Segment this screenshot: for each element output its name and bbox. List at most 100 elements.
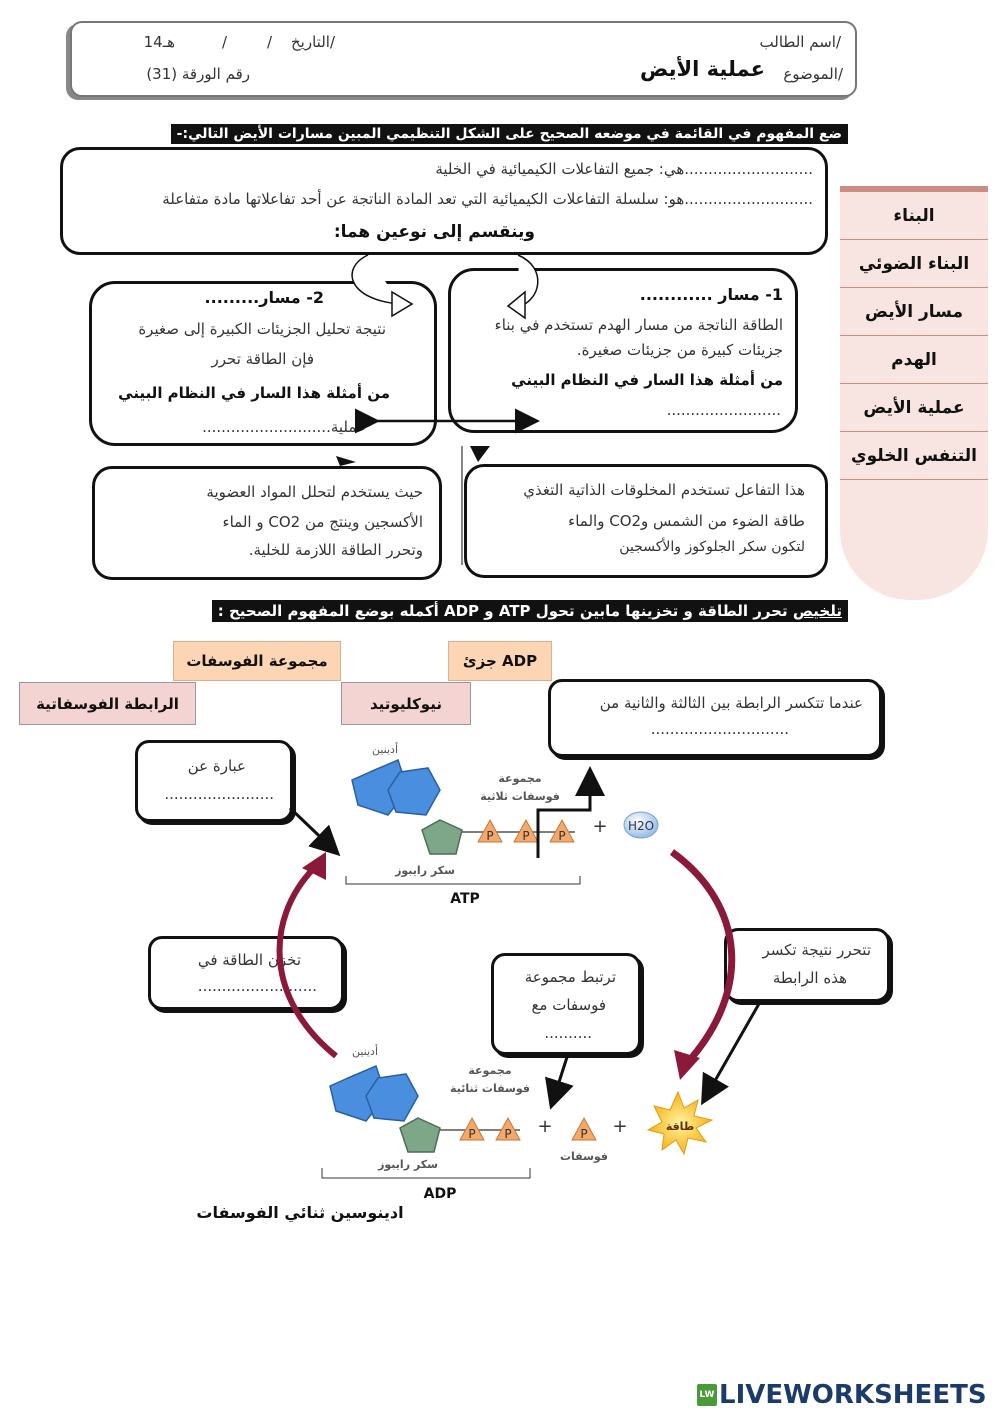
diphosphate-label: فوسفات ثنائية (450, 1082, 530, 1095)
cycle-arrow-up (276, 865, 338, 1059)
pointer-arrow (288, 806, 341, 857)
header-box: اسم الطالب/ التاريخ/ / / 14هـ الموضوع/ ع… (70, 21, 857, 97)
cycle-arrow-down (674, 1050, 700, 1080)
concept-nucleotide[interactable]: نيوكليوتيد (341, 682, 471, 725)
question-bond-break-text: عندما تتكسر الرابطة بين الثالثة والثانية… (599, 694, 863, 712)
question-bind-box: ترتبط مجموعة فوسفات مع .......... (491, 953, 641, 1055)
pathway-1-box: 1- مسار ............ الطاقة الناتجة من م… (448, 268, 798, 433)
concept-metabolism[interactable]: عملية الأيض (840, 384, 988, 432)
p-label: P (558, 829, 565, 843)
plus-sign: + (537, 1116, 552, 1137)
concept-cellular-respiration[interactable]: التنفس الخلوي (840, 432, 988, 480)
subject-title: عملية الأيض (640, 57, 765, 81)
plus-sign: + (612, 1116, 627, 1137)
pathway-definition-line: ...........................هو: سلسلة الت… (162, 190, 813, 208)
water-molecule-icon (623, 811, 659, 839)
hijri-year: 14هـ (143, 33, 175, 51)
section2-instruction-text: تحرر الطاقة و تخزينها مابين تحول ATP و A… (217, 602, 793, 620)
section1-connectors (336, 254, 540, 565)
pathway-2-blank[interactable]: عملية........................... (202, 418, 366, 436)
ribose-label: سكر رايبوز (377, 1158, 438, 1171)
arrow-head (336, 456, 356, 466)
concept-metabolic-pathway[interactable]: مسار الأيض (840, 288, 988, 336)
question-is-text: عبارة عن (187, 757, 246, 775)
concept-phosphate-bond[interactable]: الرابطة الفوسفاتية (19, 682, 196, 725)
photosynthesis-box: هذا التفاعل تستخدم المخلوقات الذاتية الت… (464, 464, 828, 578)
p-label: P (580, 1127, 587, 1141)
pathway-1-text: الطاقة الناتجة من مسار الهدم تستخدم في ب… (494, 316, 783, 334)
section2-instruction-prefix: تلخيص (792, 602, 842, 620)
curved-arrow (351, 254, 401, 305)
subject-label: الموضوع/ (783, 65, 843, 83)
two-types-line: وينقسم إلى نوعين هما: (333, 222, 535, 242)
ribose-label: سكر رايبوز (394, 864, 455, 877)
h2o-label: H2O (628, 819, 654, 833)
atp-label: ATP (450, 891, 480, 907)
adp-label: ADP (424, 1186, 457, 1202)
p-label: P (504, 1127, 511, 1141)
cycle-arrow-down (669, 849, 736, 1065)
adenine-hexagon (387, 767, 441, 816)
question-bond-break-box: عندما تتكسر الرابطة بين الثالثة والثانية… (548, 679, 882, 757)
metabolism-definition-line: ...........................هي: جميع التف… (435, 160, 813, 178)
question-release-text: تتحرر نتيجة تكسر (762, 941, 871, 959)
concept-catabolism[interactable]: الهدم (840, 336, 988, 384)
phosphate-label: فوسفات (560, 1150, 608, 1163)
phosphate-triangle (459, 1116, 485, 1141)
question-bond-break-blank[interactable]: ............................. (650, 720, 789, 738)
question-bind-text: ترتبط مجموعة (524, 968, 616, 986)
adenine-hexagon (365, 1073, 419, 1122)
logo-text: LIVEWORKSHEETS (719, 1380, 987, 1410)
bond-pointer (536, 766, 605, 858)
pathway-1-example: من أمثلة هذا السار في النظام البيني (511, 371, 783, 389)
question-is-box: عبارة عن ....................... (135, 740, 293, 822)
student-name-label: اسم الطالب/ (759, 33, 841, 51)
respiration-text: حيث يستخدم لتحلل المواد العضوية (206, 483, 423, 501)
photosynthesis-text: طاقة الضوء من الشمس وCO2 والماء (568, 512, 805, 530)
phosphate-triangle (571, 1116, 597, 1141)
energy-sun-icon (646, 1090, 714, 1156)
phosphate-triangle (549, 818, 575, 843)
triphosphate-label: فوسفات ثلاثية (480, 790, 560, 803)
pathway-2-title: 2- مسار......... (204, 288, 324, 307)
photosynthesis-text: لتكون سكر الجلوكوز والأكسجين (619, 539, 805, 555)
date-slash: / (266, 33, 272, 51)
concept-list: البناء البناء الضوئي مسار الأيض الهدم عم… (840, 186, 988, 600)
concept-phosphate-group[interactable]: مجموعة الفوسفات (173, 641, 341, 681)
pathway-1-text: جزيئات كبيرة من جزيئات صغيرة. (576, 341, 783, 359)
pointer-arrow (545, 1053, 574, 1110)
pathway-2-text: نتيجة تحليل الجزيئات الكبيرة إلى صغيرة (138, 320, 386, 338)
adp-bracket (321, 1168, 531, 1179)
phosphate-triangle (513, 818, 539, 843)
concept-adp-molecule[interactable]: جزئ ADP (448, 641, 552, 681)
date-slash: / (221, 33, 227, 51)
concept-anabolism[interactable]: البناء (840, 192, 988, 240)
arrow-head (470, 446, 490, 462)
adp-full-name: ادينوسين ثنائي الفوسفات (196, 1203, 403, 1223)
ribose-pentagon (421, 819, 463, 855)
question-is-blank[interactable]: ....................... (164, 785, 274, 803)
atp-bracket (345, 876, 581, 885)
question-bind-blank[interactable]: .......... (544, 1024, 592, 1042)
phosphate-triangle (477, 818, 503, 843)
section1-instruction: ضع المفهوم في القائمة في موضعه الصحيح عل… (170, 124, 848, 144)
triphosphate-label: مجموعة (498, 772, 541, 785)
pathway-2-example: من أمثلة هذا السار في النظام البيني (118, 384, 390, 402)
pathway-1-blank[interactable]: ........................ (666, 401, 781, 419)
ribose-pentagon (399, 1117, 441, 1153)
photosynthesis-text: هذا التفاعل تستخدم المخلوقات الذاتية الت… (523, 481, 805, 499)
adenine-label: أدينين (372, 742, 398, 756)
section2-instruction: تلخيص تحرر الطاقة و تخزينها مابين تحول A… (211, 600, 848, 622)
adenine-label: أدينين (352, 1044, 378, 1058)
p-label: P (522, 829, 529, 843)
date-label: التاريخ/ (291, 33, 335, 51)
plus-sign: + (592, 816, 607, 837)
concept-photosynthesis[interactable]: البناء الضوئي (840, 240, 988, 288)
metabolism-definition-box: ...........................هي: جميع التف… (60, 147, 828, 255)
question-store-box: تخزن الطاقة في ......................... (148, 936, 344, 1010)
pathway-2-text: فإن الطاقة تحرر (211, 350, 315, 368)
diphosphate-label: مجموعة (468, 1064, 511, 1077)
liveworksheets-logo: LW LIVEWORKSHEETS (697, 1380, 987, 1410)
logo-badge: LW (697, 1384, 717, 1406)
